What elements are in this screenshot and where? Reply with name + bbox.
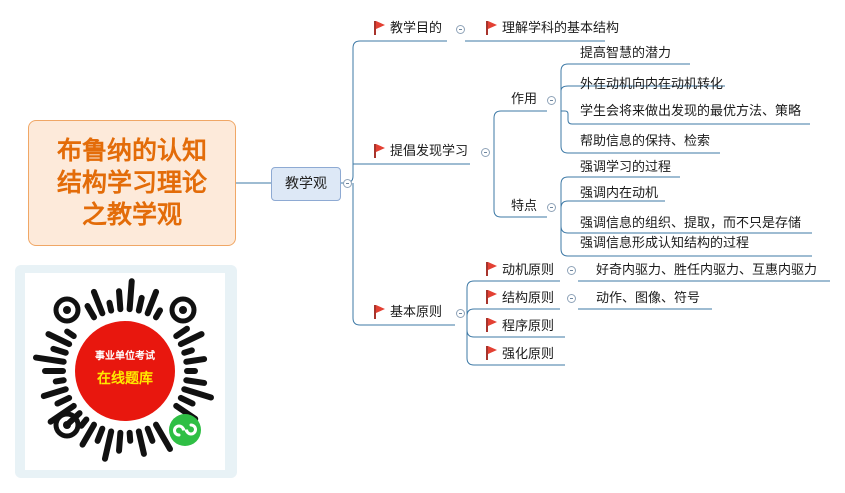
collapse-icon[interactable] — [456, 25, 465, 34]
leaf-item[interactable]: 强调学习的过程 — [580, 160, 672, 175]
collapse-icon[interactable] — [481, 148, 490, 157]
node-teaching-goal[interactable]: 教学目的 — [390, 21, 443, 36]
node-function[interactable]: 作用 — [511, 92, 538, 107]
leaf-item[interactable]: 动作、图像、符号 — [596, 291, 701, 306]
leaf-item[interactable]: 强调内在动机 — [580, 186, 659, 201]
node-basic-principles[interactable]: 基本原则 — [390, 305, 443, 320]
flag-icon — [486, 290, 498, 304]
leaf-item[interactable]: 强调信息形成认知结构的过程 — [580, 236, 750, 251]
collapse-icon[interactable] — [567, 294, 576, 303]
flag-icon — [486, 21, 498, 35]
flag-icon — [374, 21, 386, 35]
flag-icon — [374, 305, 386, 319]
node-features[interactable]: 特点 — [511, 199, 538, 214]
flag-icon — [486, 318, 498, 332]
collapse-icon[interactable] — [547, 203, 556, 212]
leaf-item[interactable]: 外在动机向内在动机转化 — [580, 77, 724, 92]
title-box: 布鲁纳的认知 结构学习理论 之教学观 — [28, 120, 236, 246]
node-understand-structure[interactable]: 理解学科的基本结构 — [502, 21, 620, 36]
node-discovery-learning[interactable]: 提倡发现学习 — [390, 144, 469, 159]
qr-caption-top: 事业单位考试 — [95, 351, 155, 362]
node-sequence-principle[interactable]: 程序原则 — [502, 319, 555, 334]
leaf-item[interactable]: 好奇内驱力、胜任内驱力、互惠内驱力 — [596, 263, 818, 278]
leaf-item[interactable]: 强调信息的组织、提取，而不只是存储 — [580, 216, 802, 231]
leaf-item[interactable]: 提高智慧的潜力 — [580, 46, 672, 61]
flag-icon — [374, 144, 386, 158]
node-reinforcement-principle[interactable]: 强化原则 — [502, 347, 555, 362]
diagram-title: 布鲁纳的认知 结构学习理论 之教学观 — [56, 137, 207, 229]
collapse-icon[interactable] — [567, 266, 576, 275]
collapse-icon[interactable] — [456, 309, 465, 318]
flag-icon — [486, 346, 498, 360]
node-motivation-principle[interactable]: 动机原则 — [502, 263, 555, 278]
leaf-item[interactable]: 学生会将来做出发现的最优方法、策略 — [580, 104, 802, 119]
root-node[interactable]: 教学观 — [271, 167, 341, 201]
leaf-item[interactable]: 帮助信息的保持、检索 — [580, 134, 711, 149]
node-structure-principle[interactable]: 结构原则 — [502, 291, 555, 306]
qr-caption-bottom: 在线题库 — [97, 371, 153, 387]
collapse-icon[interactable] — [343, 179, 352, 188]
qr-code-icon[interactable] — [25, 273, 225, 470]
collapse-icon[interactable] — [547, 96, 556, 105]
flag-icon — [486, 262, 498, 276]
